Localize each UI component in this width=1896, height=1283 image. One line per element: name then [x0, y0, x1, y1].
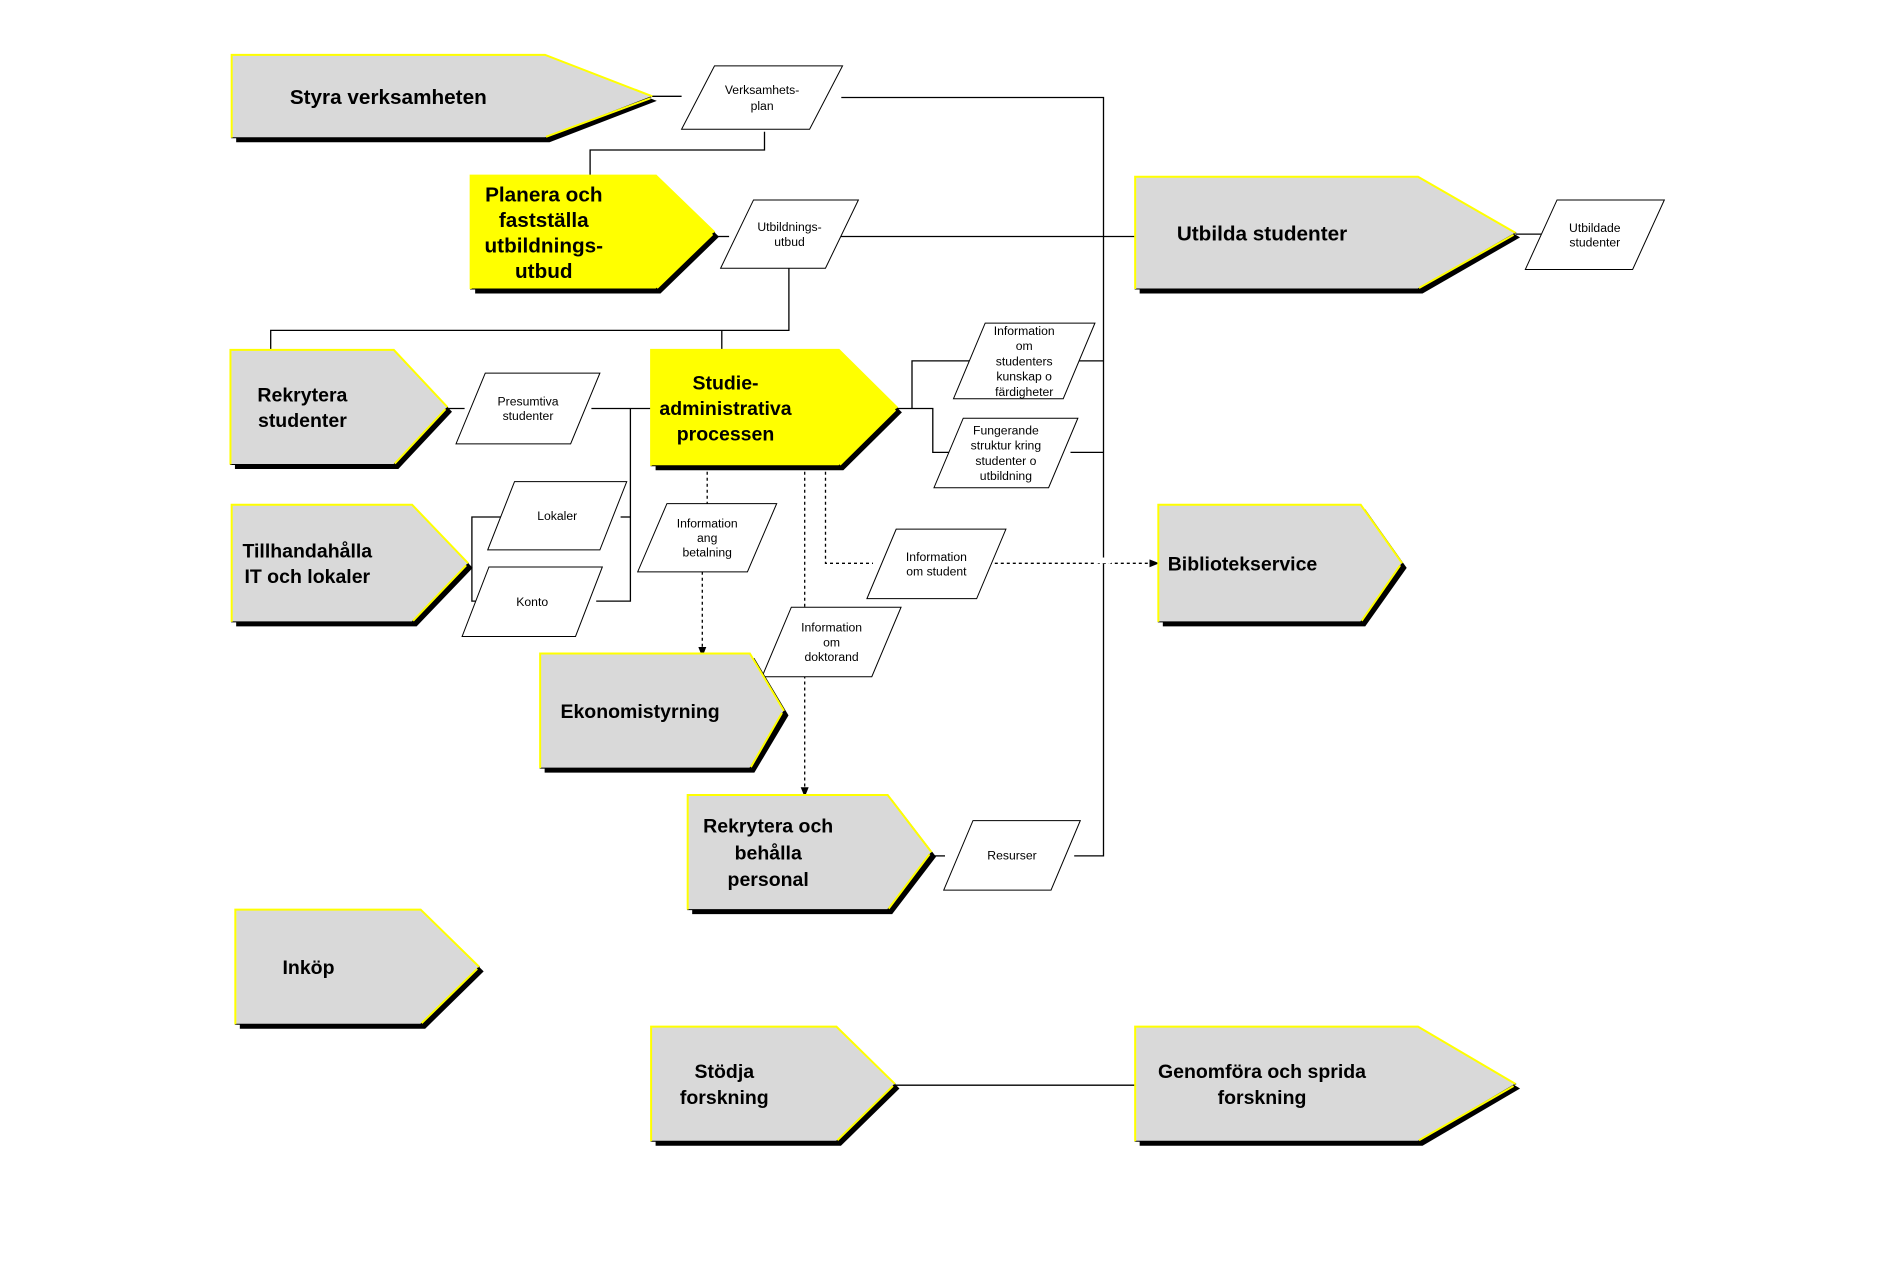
- process-edge-accent: [650, 1025, 896, 1142]
- process-edge-accent: [469, 174, 716, 289]
- dashed-flow-arrow: [821, 456, 873, 564]
- connector-line: [589, 131, 766, 176]
- process-edge-accent: [545, 97, 651, 138]
- data-object-shape: [455, 372, 601, 445]
- line-crossing: [1094, 557, 1112, 565]
- data-object-shape: [680, 65, 844, 130]
- data-object-shape: [866, 528, 1007, 600]
- process-label: Ekonomistyrning: [560, 701, 719, 723]
- process-edge-accent: [656, 233, 714, 289]
- process-edge-accent: [234, 908, 480, 1025]
- process-edge-accent: [394, 408, 447, 465]
- process-edge-accent: [1418, 1085, 1515, 1142]
- data-object-label: Verksamhets-plan: [725, 83, 800, 113]
- process-edge-accent: [230, 503, 469, 622]
- process-label: Utbilda studenter: [1177, 222, 1347, 245]
- data-object-shape: [761, 606, 902, 678]
- process-edge-accent: [749, 712, 783, 768]
- process-edge-accent: [686, 793, 933, 910]
- connector-lines: [270, 95, 1543, 1086]
- data-object-label: Lokaler: [537, 509, 577, 523]
- data-object-label: Konto: [516, 595, 548, 609]
- data-object-konto[interactable]: Konto: [461, 566, 604, 637]
- process-edge-accent: [650, 348, 899, 466]
- connector-line: [911, 360, 982, 409]
- data-object-shape: [719, 199, 860, 269]
- data-object-label: Utbildnings-utbud: [757, 220, 821, 249]
- data-object-utbildningsutbud[interactable]: Utbildnings-utbud: [719, 199, 860, 269]
- process-edge-accent: [887, 853, 931, 910]
- process-edge-accent: [836, 1085, 894, 1141]
- data-object-resurser[interactable]: Resurser: [942, 820, 1082, 891]
- data-object-shape: [952, 322, 1096, 400]
- connector-line: [596, 408, 632, 602]
- process-edge-accent: [539, 652, 785, 769]
- process-edge-accent: [1134, 1025, 1517, 1142]
- process-edge-accent: [412, 564, 467, 622]
- process-edge-accent: [1134, 175, 1517, 289]
- connector-line: [897, 407, 959, 454]
- process-shape: [687, 794, 933, 911]
- process-edge-accent: [1157, 503, 1404, 622]
- process-edge-accent: [420, 968, 478, 1024]
- data-object-shape: [1524, 199, 1666, 270]
- data-object-shape: [486, 481, 628, 551]
- process-inkop[interactable]: Inköp: [234, 908, 484, 1029]
- process-edge-accent: [1360, 564, 1402, 622]
- data-object-label: Resurser: [987, 849, 1036, 863]
- process-label: Styra verksamheten: [290, 86, 487, 109]
- data-object-lokaler[interactable]: Lokaler: [486, 481, 628, 551]
- data-object-shape: [461, 566, 604, 637]
- process-bibliotek[interactable]: Bibliotekservice: [1157, 503, 1407, 627]
- data-object-shape: [933, 417, 1079, 489]
- process-styra[interactable]: Styra verksamheten: [230, 53, 657, 143]
- process-label: Inköp: [283, 957, 335, 979]
- data-object-shape: [942, 820, 1082, 891]
- process-edge-accent: [1418, 234, 1515, 289]
- process-label: Bibliotekservice: [1168, 553, 1318, 575]
- data-object-shape: [636, 503, 778, 573]
- connector-line: [841, 96, 1105, 857]
- process-ekonomi[interactable]: Ekonomistyrning: [539, 652, 789, 773]
- process-utbilda[interactable]: Utbilda studenter: [1134, 175, 1521, 294]
- process-edge-accent: [229, 348, 449, 465]
- connector-line: [270, 268, 790, 350]
- process-edge-accent: [230, 53, 653, 138]
- process-edge-accent: [839, 409, 897, 466]
- data-object-verksamhetsplan[interactable]: Verksamhets-plan: [680, 65, 844, 130]
